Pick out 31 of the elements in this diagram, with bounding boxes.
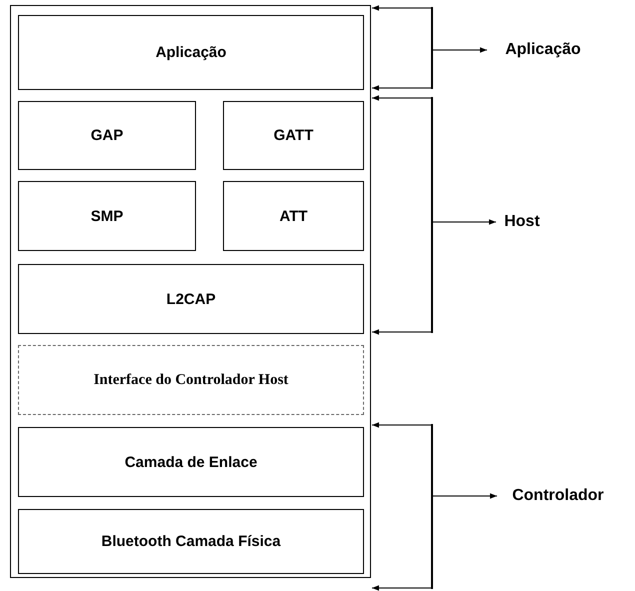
group-label: Controlador	[512, 487, 604, 505]
layer-box	[223, 181, 364, 251]
arrow	[372, 95, 432, 101]
layer-label: GAP	[90, 127, 124, 144]
layer-label: ATT	[279, 208, 308, 224]
arrow	[372, 585, 432, 591]
arrow	[432, 47, 488, 53]
layer-label: GATT	[274, 127, 314, 144]
layer-label: Aplicação	[156, 44, 226, 61]
layer-box	[223, 101, 364, 170]
arrow	[432, 493, 498, 499]
stack-frame	[10, 5, 371, 578]
layer-box	[18, 509, 364, 574]
layer-label: Interface do Controlador Host	[94, 372, 288, 388]
layer-label: Camada de Enlace	[124, 454, 258, 470]
layer-label: SMP	[90, 208, 124, 224]
arrow	[372, 422, 432, 428]
layer-box	[18, 15, 364, 90]
arrow	[372, 329, 432, 335]
arrow	[432, 219, 496, 225]
arrow	[372, 85, 432, 91]
arrow	[372, 5, 432, 11]
layer-box	[18, 101, 196, 170]
interface-layer	[18, 345, 364, 415]
group-label: Aplicação	[505, 41, 581, 59]
layer-box	[18, 427, 364, 497]
layer-box	[18, 264, 364, 334]
layer-label: L2CAP	[166, 290, 216, 308]
group-label: Host	[504, 213, 540, 231]
layer-label: Bluetooth Camada Física	[101, 533, 281, 550]
layer-box	[18, 181, 196, 251]
